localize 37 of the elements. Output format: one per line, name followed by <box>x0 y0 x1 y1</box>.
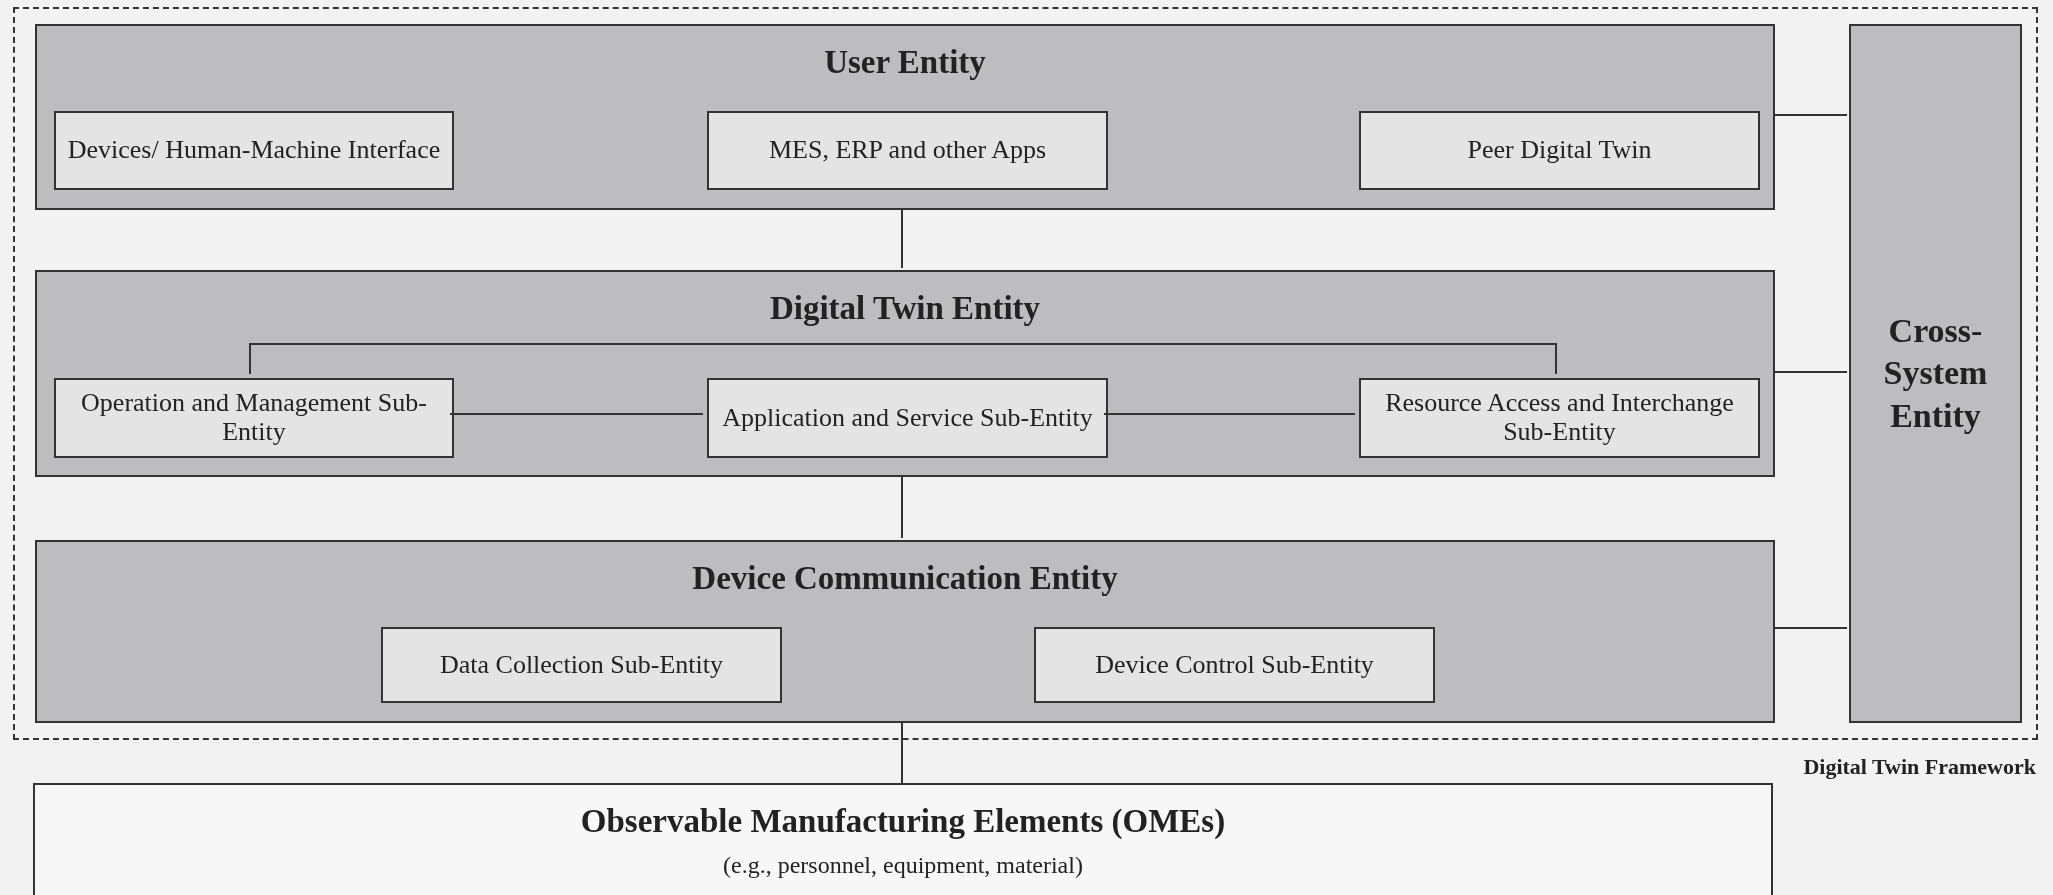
connector-line <box>1772 114 1848 116</box>
sub-entity-box <box>54 378 454 458</box>
sub-entity-box <box>54 111 454 190</box>
entity-title: Cross-System Entity <box>1882 310 1989 436</box>
sub-entity-box <box>381 627 782 703</box>
sub-entity-label: Operation and Management Sub-Entity <box>80 389 428 447</box>
entity-title: User Entity <box>823 43 987 82</box>
connector-line <box>901 720 903 784</box>
sub-entity-box <box>707 378 1108 458</box>
side-entity-box <box>1849 24 2022 723</box>
entity-title: Digital Twin Entity <box>768 289 1042 328</box>
sub-entity-label: Device Control Sub-Entity <box>1094 650 1375 680</box>
sub-entity-box <box>1034 627 1435 703</box>
sub-entity-label: Peer Digital Twin <box>1466 136 1653 165</box>
sub-entity-label: Devices/ Human-Machine Interface <box>66 136 442 165</box>
connector-line <box>1772 371 1848 373</box>
sub-entity-box <box>1359 111 1760 190</box>
entity-box <box>35 270 1775 477</box>
element-box <box>33 783 1773 895</box>
connector-line <box>449 413 704 415</box>
sub-entity-label: Data Collection Sub-Entity <box>438 650 725 680</box>
entity-box <box>35 24 1775 210</box>
connector-line <box>901 474 903 539</box>
sub-entity-box <box>707 111 1108 190</box>
entity-box <box>35 540 1775 723</box>
sub-entity-label: Resource Access and Interchange Sub-Entity <box>1384 389 1735 447</box>
connector-line <box>1772 627 1848 629</box>
element-note: (e.g., personnel, equipment, material) <box>723 850 1083 880</box>
sub-entity-label: MES, ERP and other Apps <box>767 136 1048 165</box>
connector-line <box>249 343 1557 375</box>
sub-entity-label: Application and Service Sub-Entity <box>721 403 1094 433</box>
sub-entity-box <box>1359 378 1760 458</box>
frame-label: Digital Twin Framework <box>1803 753 2036 781</box>
connector-line <box>1103 413 1356 415</box>
connector-line <box>901 207 903 269</box>
entity-title: Device Communication Entity <box>691 559 1119 598</box>
element-title: Observable Manufacturing Elements (OMEs) <box>580 802 1226 841</box>
